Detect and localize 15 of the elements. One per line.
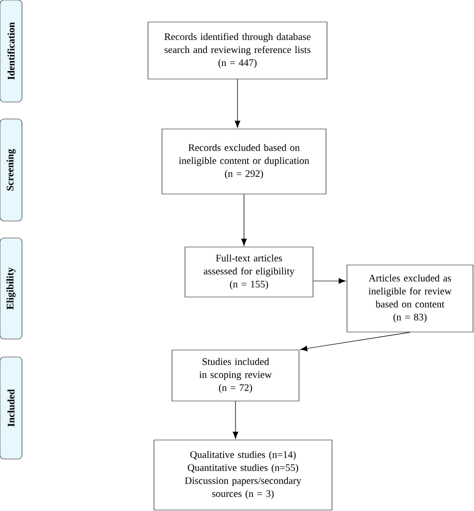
- arrow: [234, 79, 240, 128]
- process-box: Full-text articles assessed for eligibility (n = 155): [184, 246, 314, 298]
- process-box: Records identified through database search and reviewing reference lists (n = 447): [148, 22, 328, 80]
- stage-label: Eligibility: [0, 238, 22, 340]
- process-box: Studies included in scoping review (n = 72): [172, 350, 300, 402]
- process-box: Articles excluded as ineligible for review based on content (n = 83): [346, 264, 474, 332]
- stage-label: Identification: [0, 0, 22, 102]
- arrow: [300, 332, 410, 352]
- arrow: [313, 278, 346, 284]
- stage-label: Screening: [0, 118, 22, 222]
- arrow: [232, 401, 238, 439]
- process-box: Qualitative studies (n=14) Quantitative studies (n=55) Discussion papers/secondary sources (n = 3): [154, 440, 332, 510]
- stage-label: Included: [0, 356, 22, 460]
- arrow: [241, 194, 247, 246]
- process-box: Records excluded based on ineligible content or duplication (n = 292): [162, 128, 326, 194]
